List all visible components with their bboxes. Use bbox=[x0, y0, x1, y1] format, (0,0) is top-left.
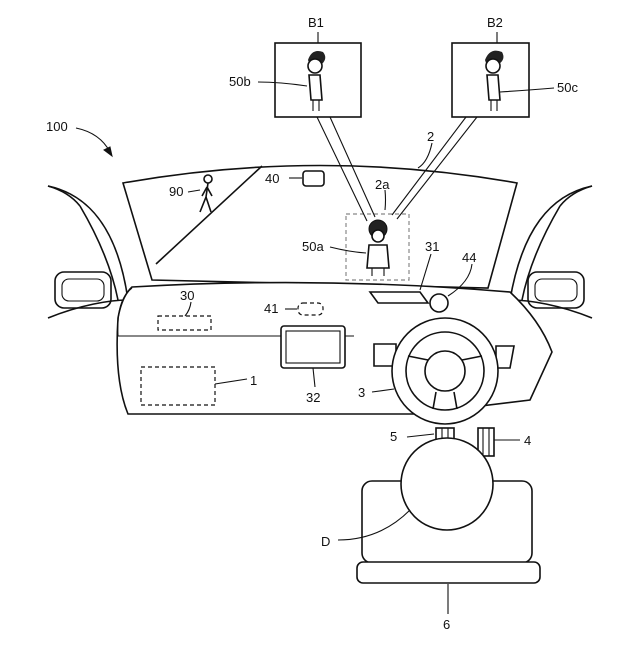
label-100: 100 bbox=[46, 119, 68, 134]
left-a-pillar bbox=[48, 186, 128, 318]
driver-head-d bbox=[401, 438, 493, 530]
projection-line-b1 bbox=[317, 117, 367, 221]
label-2: 2 bbox=[427, 129, 434, 144]
camera-40 bbox=[303, 171, 324, 186]
label-6: 6 bbox=[443, 617, 450, 632]
label-50a: 50a bbox=[302, 239, 324, 254]
label-50c: 50c bbox=[557, 80, 578, 95]
label-1: 1 bbox=[250, 373, 257, 388]
projected-person-50a bbox=[367, 220, 389, 276]
right-a-pillar bbox=[510, 186, 592, 318]
label-b2: B2 bbox=[487, 15, 503, 30]
label-b1: B1 bbox=[308, 15, 324, 30]
label-31: 31 bbox=[425, 239, 439, 254]
sensor-44 bbox=[430, 294, 448, 312]
arrow-100 bbox=[76, 128, 110, 152]
label-44: 44 bbox=[462, 250, 476, 265]
label-32: 32 bbox=[306, 390, 320, 405]
label-41: 41 bbox=[264, 301, 278, 316]
label-5: 5 bbox=[390, 429, 397, 444]
label-90: 90 bbox=[169, 184, 183, 199]
label-40: 40 bbox=[265, 171, 279, 186]
projector-31 bbox=[370, 292, 428, 303]
label-3: 3 bbox=[358, 385, 365, 400]
label-4: 4 bbox=[524, 433, 531, 448]
label-2a: 2a bbox=[375, 177, 390, 192]
label-d: D bbox=[321, 534, 330, 549]
steering-wheel-3 bbox=[392, 318, 498, 424]
center-display-32 bbox=[281, 326, 345, 368]
label-50b: 50b bbox=[229, 74, 251, 89]
pedestrian-figure bbox=[200, 175, 212, 212]
label-30: 30 bbox=[180, 288, 194, 303]
